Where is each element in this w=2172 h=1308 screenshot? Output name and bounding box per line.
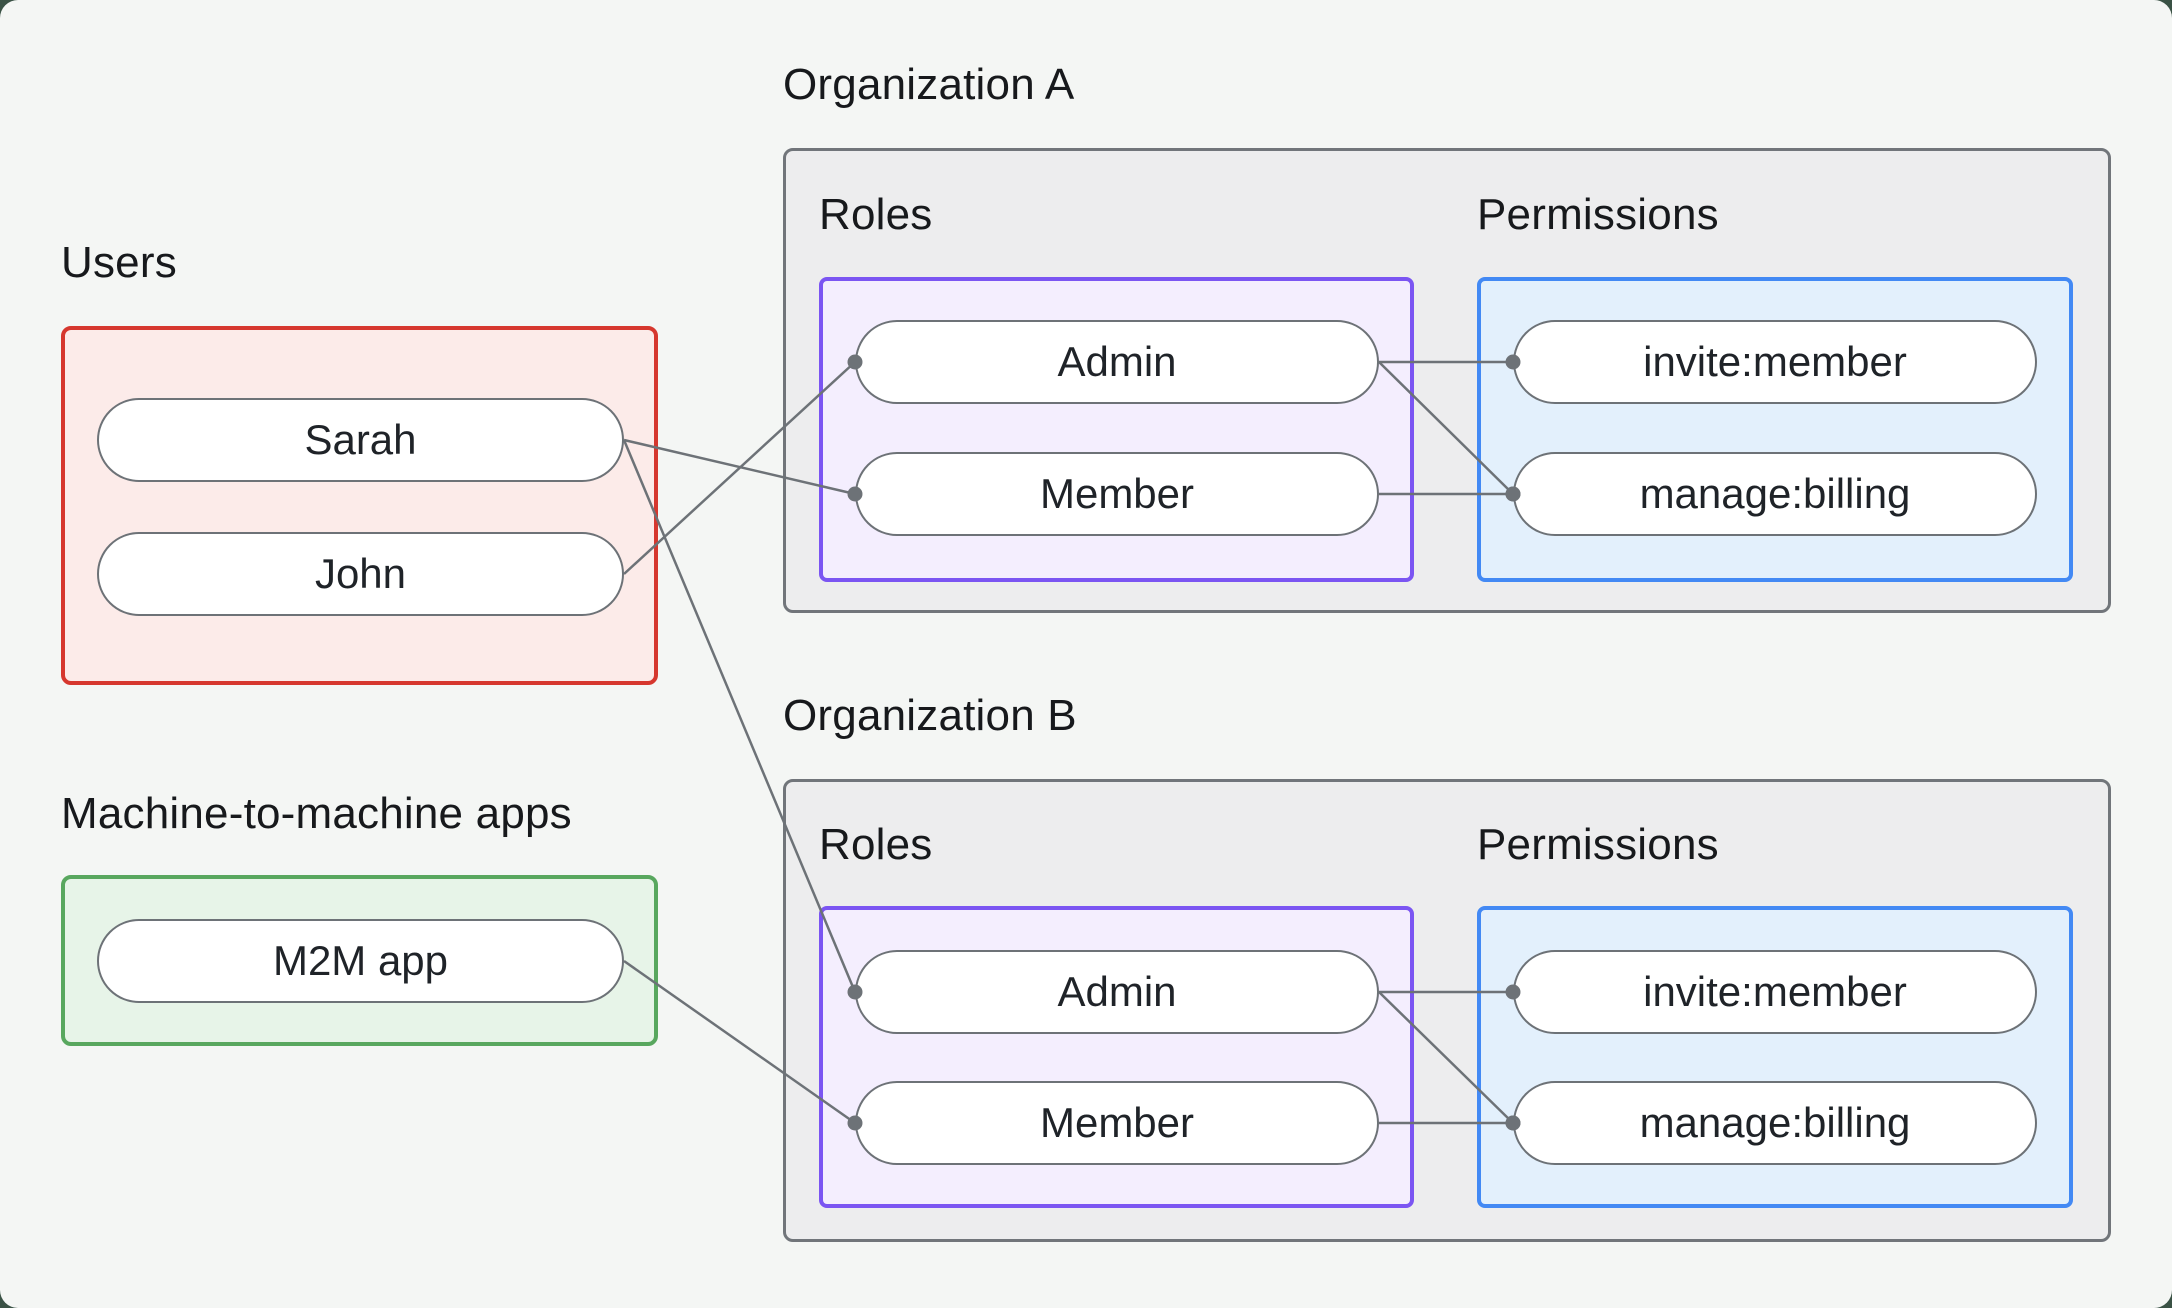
role-node-org-b-admin: Admin bbox=[855, 950, 1379, 1034]
users-group-box bbox=[61, 326, 658, 685]
role-node-org-a-member: Member bbox=[855, 452, 1379, 536]
role-node-org-a-admin: Admin bbox=[855, 320, 1379, 404]
org-b-label: Organization B bbox=[783, 691, 1077, 740]
m2m-app-node: M2M app bbox=[97, 919, 624, 1003]
user-node-sarah: Sarah bbox=[97, 398, 624, 482]
permission-node-org-a-manage-billing: manage:billing bbox=[1513, 452, 2037, 536]
permission-node-org-b-invite-member: invite:member bbox=[1513, 950, 2037, 1034]
org-a-label: Organization A bbox=[783, 60, 1075, 109]
org-b-roles-label: Roles bbox=[819, 820, 933, 869]
org-a-permissions-label: Permissions bbox=[1477, 190, 1719, 239]
permission-node-org-b-manage-billing: manage:billing bbox=[1513, 1081, 2037, 1165]
org-b-permissions-label: Permissions bbox=[1477, 820, 1719, 869]
m2m-group-label: Machine-to-machine apps bbox=[61, 789, 572, 838]
role-node-org-b-member: Member bbox=[855, 1081, 1379, 1165]
org-a-roles-label: Roles bbox=[819, 190, 933, 239]
users-group-label: Users bbox=[61, 238, 177, 287]
permission-node-org-a-invite-member: invite:member bbox=[1513, 320, 2037, 404]
user-node-john: John bbox=[97, 532, 624, 616]
